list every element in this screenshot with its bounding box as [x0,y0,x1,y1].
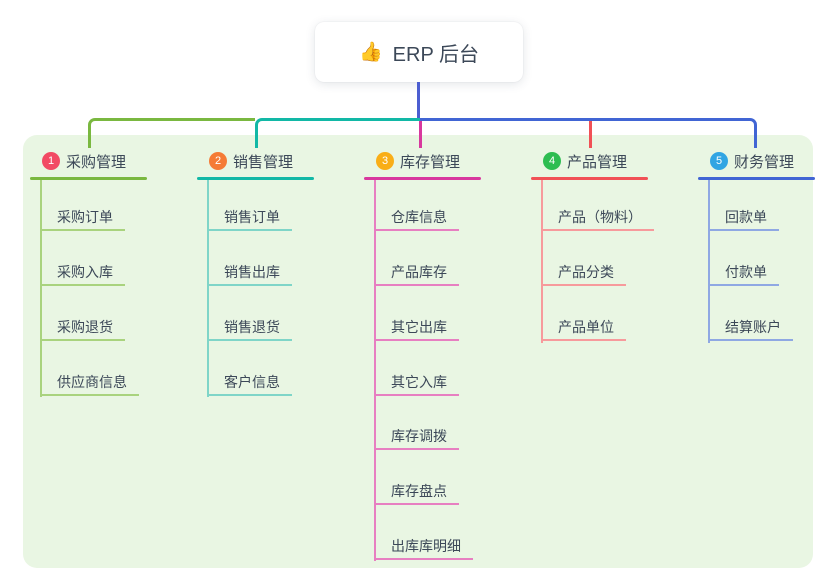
mindmap-background-panel [23,135,813,568]
node-stock-count[interactable]: 库存盘点 [374,479,459,505]
badge-4-icon: 4 [543,152,561,170]
node-other-outbound[interactable]: 其它出库 [374,315,459,341]
root-connector-line [417,82,420,118]
node-product-unit[interactable]: 产品单位 [541,315,626,341]
connector-product [589,121,592,148]
connector-finance [420,118,757,148]
branch-node-inventory[interactable]: 3 库存管理 [376,149,460,173]
connector-purchase [88,118,255,148]
branch-label: 采购管理 [66,153,127,171]
badge-5-icon: 5 [710,152,728,170]
node-sales-order[interactable]: 销售订单 [207,205,292,231]
badge-3-icon: 3 [376,152,394,170]
branch-label: 销售管理 [233,153,294,171]
node-outbound-detail[interactable]: 出库库明细 [374,534,473,560]
root-node-erp-backend[interactable]: 👍 ERP 后台 [315,22,523,82]
thumbs-up-icon: 👍 [359,42,383,63]
node-sales-return[interactable]: 销售退货 [207,315,292,341]
node-product-category[interactable]: 产品分类 [541,260,626,286]
badge-1-icon: 1 [42,152,60,170]
node-stock-transfer[interactable]: 库存调拨 [374,424,459,450]
branch-label: 库存管理 [400,153,461,171]
branch-node-product[interactable]: 4 产品管理 [543,149,627,173]
node-supplier-info[interactable]: 供应商信息 [40,370,139,396]
node-sales-outbound[interactable]: 销售出库 [207,260,292,286]
branch-node-purchase[interactable]: 1 采购管理 [42,149,126,173]
connector-inventory [419,121,422,148]
connector-sales [255,118,420,148]
branch-node-finance[interactable]: 5 财务管理 [710,149,794,173]
node-settlement-account[interactable]: 结算账户 [708,315,793,341]
node-purchase-return[interactable]: 采购退货 [40,315,125,341]
badge-2-icon: 2 [209,152,227,170]
node-product-material[interactable]: 产品（物料） [541,205,654,231]
root-node-label: ERP 后台 [392,43,479,66]
branch-node-sales[interactable]: 2 销售管理 [209,149,293,173]
node-purchase-inbound[interactable]: 采购入库 [40,260,125,286]
node-other-inbound[interactable]: 其它入库 [374,370,459,396]
node-receipt-bill[interactable]: 回款单 [708,205,779,231]
node-warehouse-info[interactable]: 仓库信息 [374,205,459,231]
branch-label: 财务管理 [734,153,795,171]
node-payment-bill[interactable]: 付款单 [708,260,779,286]
node-customer-info[interactable]: 客户信息 [207,370,292,396]
node-purchase-order[interactable]: 采购订单 [40,205,125,231]
branch-label: 产品管理 [567,153,628,171]
node-product-stock[interactable]: 产品库存 [374,260,459,286]
